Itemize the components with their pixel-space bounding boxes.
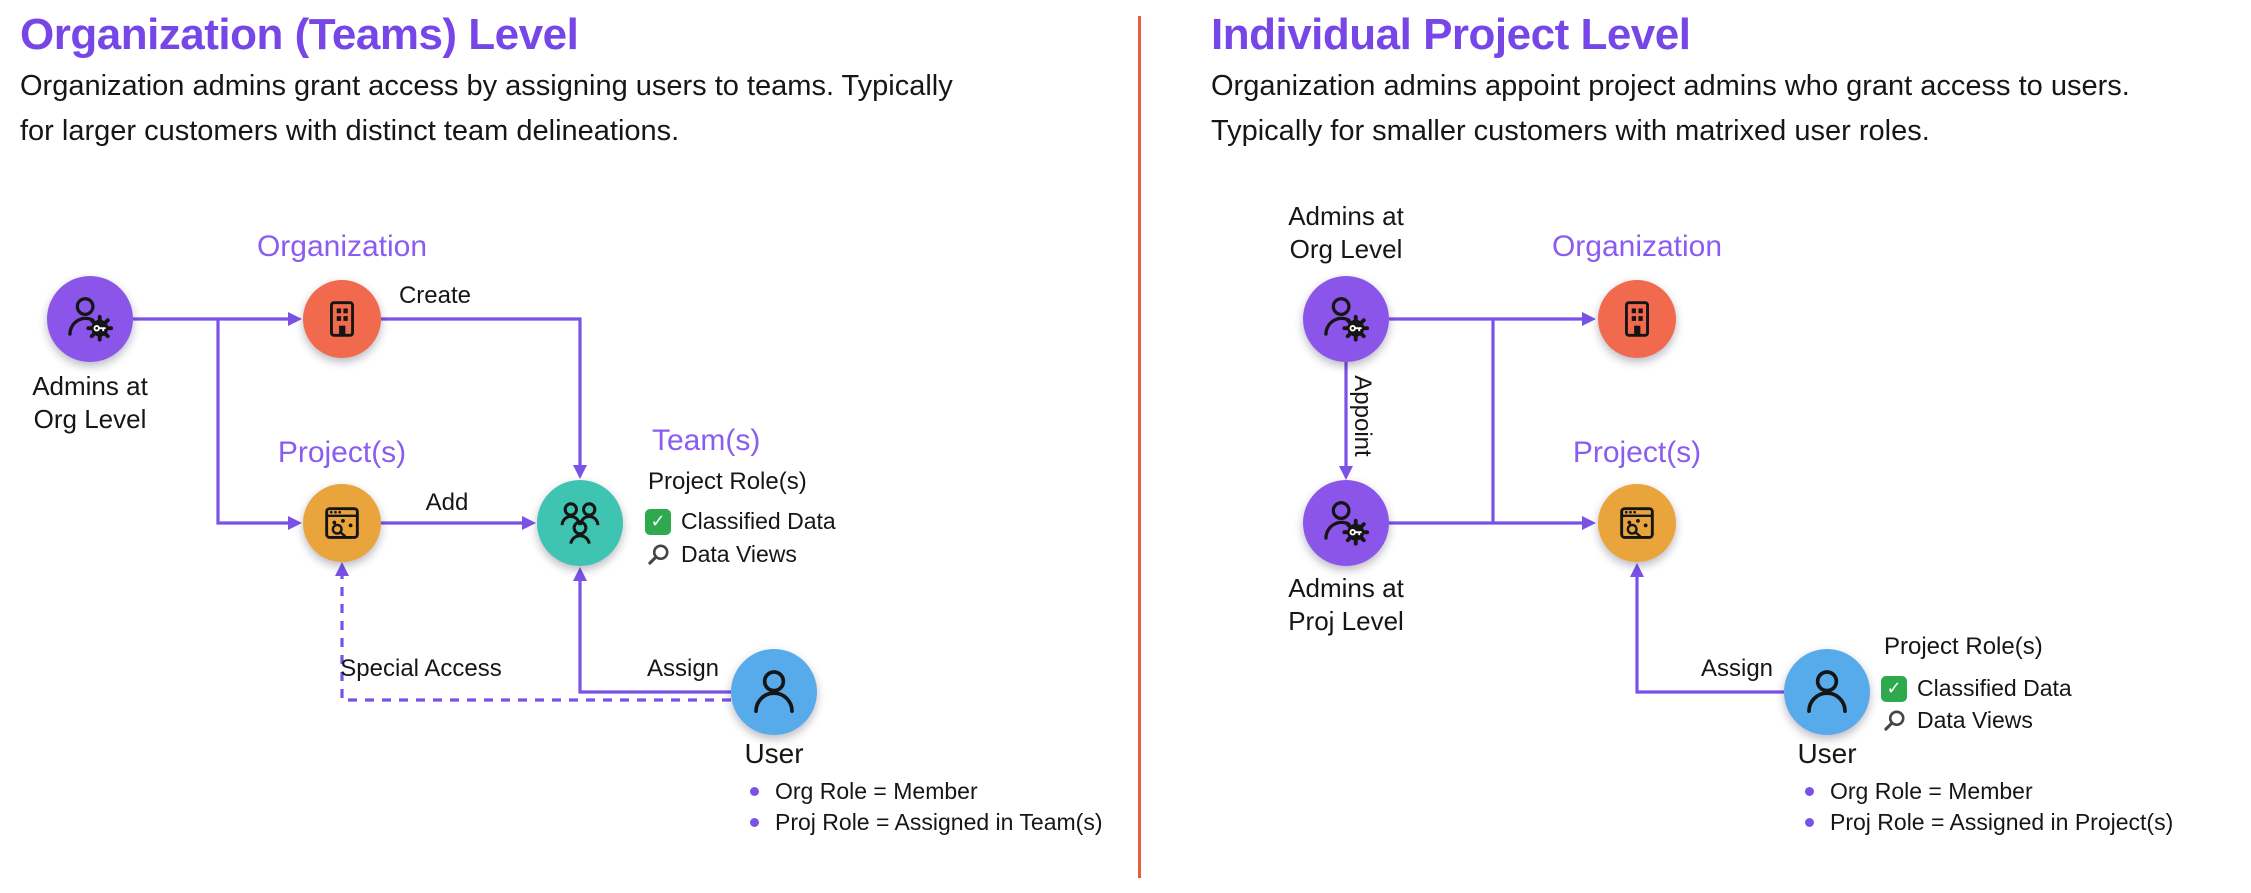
edge-label-create: Create bbox=[398, 282, 472, 309]
role-data-views: Data Views bbox=[1881, 707, 2033, 734]
role-label: Data Views bbox=[681, 541, 797, 567]
arrowhead-icon bbox=[522, 516, 536, 530]
right-description: Organization admins appoint project admi… bbox=[1211, 64, 2130, 154]
arrowhead-icon bbox=[1339, 466, 1353, 480]
arrowhead-icon bbox=[573, 465, 587, 479]
green-check-icon: ✓ bbox=[1881, 675, 1907, 702]
building-icon bbox=[330, 301, 354, 337]
arrowhead-icon bbox=[288, 312, 302, 326]
label-line: Admins at bbox=[1288, 573, 1404, 603]
edge-label-assign: Assign bbox=[1700, 655, 1774, 682]
page-title: Organization (Teams) Level bbox=[20, 10, 579, 59]
role-classified-data: ✓ Classified Data bbox=[1881, 675, 2072, 702]
bullet-text: Proj Role = Assigned in Project(s) bbox=[1830, 809, 2174, 835]
label-line: Admins at bbox=[32, 371, 148, 401]
role-label: Data Views bbox=[1917, 707, 2033, 733]
node-projects bbox=[303, 484, 381, 562]
edge-user-assign-teams bbox=[578, 581, 731, 694]
label-teams: Team(s) bbox=[652, 424, 761, 457]
edge-organization-create-teams bbox=[381, 317, 582, 465]
bullet-dot-icon bbox=[750, 818, 759, 827]
edge-label-assign: Assign bbox=[646, 655, 720, 682]
role-label: Classified Data bbox=[1917, 675, 2072, 701]
three-people-icon bbox=[560, 502, 600, 544]
project-roles-title: Project Role(s) bbox=[1884, 633, 2043, 660]
label-line: Org Level bbox=[1289, 234, 1403, 264]
edge-admins-to-projects bbox=[216, 319, 288, 525]
bullet-item: Org Role = Member bbox=[1805, 776, 2173, 807]
bullet-text: Org Role = Member bbox=[1830, 778, 2033, 804]
arrowhead-icon bbox=[335, 562, 349, 576]
arrowhead-icon bbox=[1582, 516, 1596, 530]
left-role-bullets: Org Role = Member Proj Role = Assigned i… bbox=[750, 776, 1102, 838]
node-organization bbox=[1598, 280, 1676, 358]
page-title: Individual Project Level bbox=[1211, 10, 1691, 59]
node-user bbox=[1784, 649, 1870, 735]
building-icon bbox=[1625, 301, 1649, 337]
arrowhead-icon bbox=[1630, 563, 1644, 577]
person-icon bbox=[754, 670, 794, 713]
node-admins-org-level bbox=[47, 276, 133, 362]
label-admins-org-level: Admins at Org Level bbox=[32, 370, 148, 436]
label-line: Org Level bbox=[33, 404, 147, 434]
label-projects: Project(s) bbox=[277, 436, 407, 469]
arrowhead-icon bbox=[1582, 312, 1596, 326]
label-line: Proj Level bbox=[1288, 606, 1404, 636]
magnifier-icon bbox=[648, 543, 669, 565]
arrowhead-icon bbox=[288, 516, 302, 530]
node-teams bbox=[537, 480, 623, 566]
green-check-icon: ✓ bbox=[645, 508, 671, 535]
bullet-dot-icon bbox=[750, 787, 759, 796]
left-description: Organization admins grant access by assi… bbox=[20, 64, 953, 154]
description-line: Organization admins grant access by assi… bbox=[20, 70, 953, 102]
description-line: Organization admins appoint project admi… bbox=[1211, 70, 2130, 102]
label-organization: Organization bbox=[1551, 230, 1723, 263]
bullet-dot-icon bbox=[1805, 818, 1814, 827]
node-user bbox=[731, 649, 817, 735]
edge-user-assign-projects bbox=[1635, 577, 1784, 694]
admin-gear-icon bbox=[68, 297, 114, 342]
panel-divider bbox=[1138, 16, 1141, 878]
project-roles-title: Project Role(s) bbox=[648, 468, 807, 495]
role-classified-data: ✓ Classified Data bbox=[645, 508, 836, 535]
label-projects: Project(s) bbox=[1572, 436, 1702, 469]
node-admins-org-level bbox=[1303, 276, 1389, 362]
admin-gear-icon bbox=[1324, 501, 1370, 546]
admin-gear-icon bbox=[1324, 297, 1370, 342]
description-line: for larger customers with distinct team … bbox=[20, 115, 680, 147]
magnifier-icon bbox=[1884, 709, 1905, 731]
bullet-text: Proj Role = Assigned in Team(s) bbox=[775, 809, 1103, 835]
label-organization: Organization bbox=[256, 230, 428, 263]
arrowhead-icon bbox=[573, 567, 587, 581]
app-window-analytics-icon bbox=[325, 507, 359, 539]
bullet-item: Org Role = Member bbox=[750, 776, 1102, 807]
edge-label-add: Add bbox=[425, 489, 469, 516]
role-label: Classified Data bbox=[681, 508, 836, 534]
edge-label-special-access: Special Access bbox=[340, 655, 502, 682]
node-admins-proj-level bbox=[1303, 480, 1389, 566]
node-organization bbox=[303, 280, 381, 358]
label-admins-org-level: Admins at Org Level bbox=[1288, 200, 1404, 266]
bullet-item: Proj Role = Assigned in Project(s) bbox=[1805, 807, 2173, 838]
label-line: Admins at bbox=[1288, 201, 1404, 231]
bullet-item: Proj Role = Assigned in Team(s) bbox=[750, 807, 1102, 838]
label-user: User bbox=[744, 738, 804, 769]
bullet-text: Org Role = Member bbox=[775, 778, 978, 804]
right-role-bullets: Org Role = Member Proj Role = Assigned i… bbox=[1805, 776, 2173, 838]
edge-label-appoint: Appoint bbox=[1349, 375, 1376, 457]
bullet-dot-icon bbox=[1805, 787, 1814, 796]
app-window-analytics-icon bbox=[1620, 507, 1654, 539]
node-projects bbox=[1598, 484, 1676, 562]
label-user: User bbox=[1797, 738, 1857, 769]
role-data-views: Data Views bbox=[645, 541, 797, 568]
label-admins-proj-level: Admins at Proj Level bbox=[1288, 572, 1404, 638]
person-icon bbox=[1807, 670, 1847, 713]
description-line: Typically for smaller customers with mat… bbox=[1211, 115, 1930, 147]
